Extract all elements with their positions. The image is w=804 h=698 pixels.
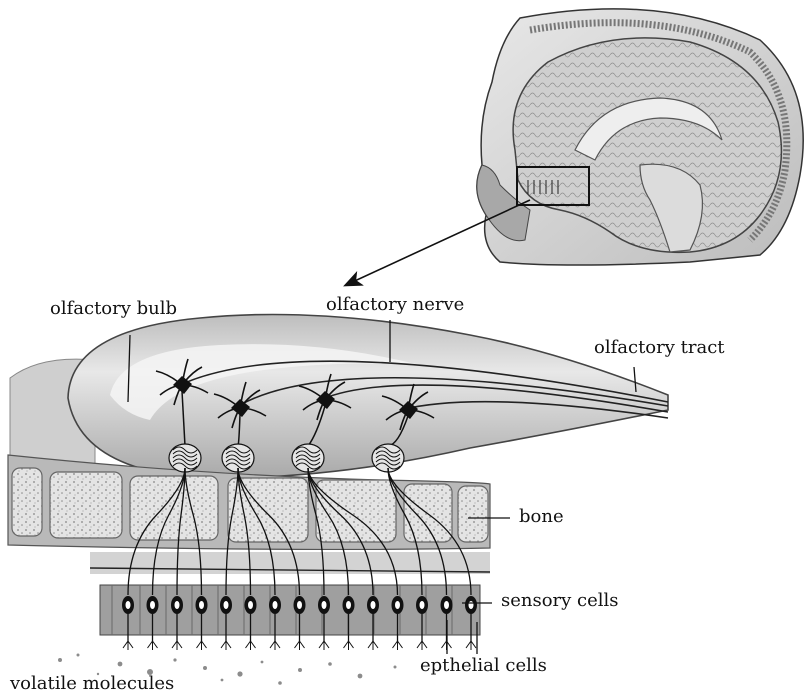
head-cross-section (477, 9, 803, 265)
glomerulus (222, 444, 254, 472)
bulb-region (10, 314, 668, 478)
glomerulus (169, 444, 201, 472)
label-olfactory-nerve: olfactory nerve (326, 296, 464, 314)
label-bone: bone (519, 508, 564, 526)
label-epthelial-cells: epthelial cells (420, 657, 547, 675)
label-olfactory-bulb: olfactory bulb (50, 300, 177, 318)
glomerulus (292, 444, 324, 472)
label-volatile-molecules: volatile molecules (10, 675, 174, 693)
label-sensory-cells: sensory cells (501, 592, 619, 610)
glomerulus (372, 444, 404, 472)
label-olfactory-tract: olfactory tract (594, 339, 725, 357)
